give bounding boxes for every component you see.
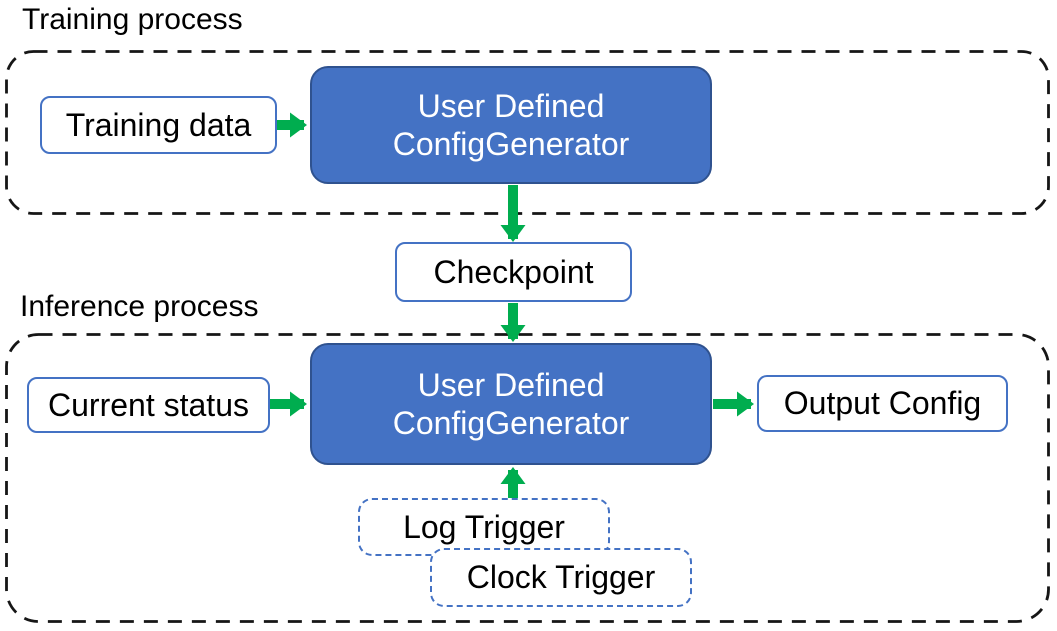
current-status-label: Current status <box>48 386 249 423</box>
config-generator-inference-line1: User Defined <box>417 367 605 403</box>
output-config-label: Output Config <box>783 385 982 421</box>
clock-trigger-box: Clock Trigger <box>430 548 692 607</box>
config-generator-inference-line2: ConfigGenerator <box>392 405 630 441</box>
config-generator-inference-box: User Defined ConfigGenerator <box>310 343 712 465</box>
training-process-label: Training process <box>22 3 243 36</box>
current-status-box: Current status <box>27 377 270 433</box>
config-generator-training-line2: ConfigGenerator <box>392 126 630 162</box>
training-data-label: Training data <box>65 106 252 143</box>
inference-process-label: Inference process <box>20 290 259 323</box>
output-config-box: Output Config <box>757 375 1008 432</box>
clock-trigger-label: Clock Trigger <box>466 559 656 595</box>
checkpoint-label: Checkpoint <box>433 253 594 290</box>
training-data-box: Training data <box>40 96 277 154</box>
log-trigger-label: Log Trigger <box>403 508 565 545</box>
checkpoint-box: Checkpoint <box>395 242 632 302</box>
config-generator-training-line1: User Defined <box>417 88 605 124</box>
config-generator-training-box: User Defined ConfigGenerator <box>310 66 712 184</box>
